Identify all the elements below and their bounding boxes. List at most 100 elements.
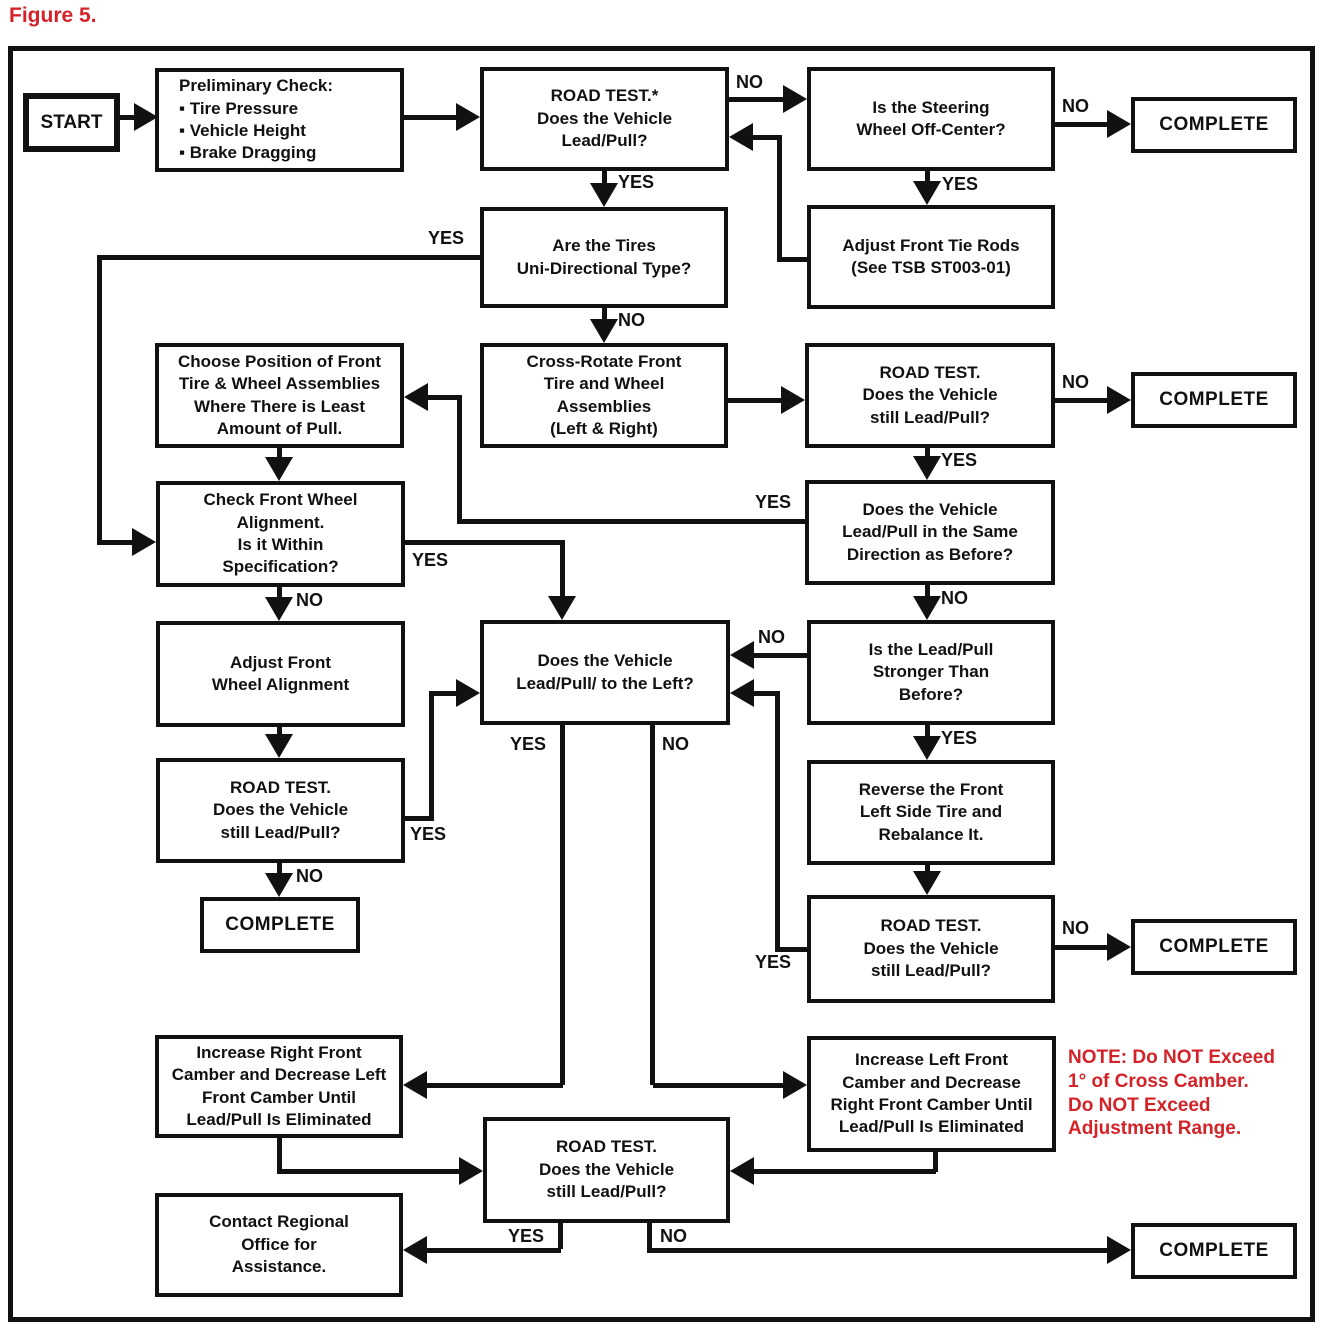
edge-roadtest4-no: [1055, 945, 1109, 950]
edge-increaseright-roadtest5: [277, 1138, 282, 1171]
edge-unidirectional-yes: [97, 255, 480, 260]
arrowhead: [913, 456, 941, 480]
arrowhead: [781, 386, 805, 414]
arrowhead: [132, 528, 156, 556]
node-road-test-5: ROAD TEST. Does the Vehicle still Lead/P…: [483, 1117, 730, 1223]
edge-prelim-roadtest1: [404, 115, 459, 120]
edge-label-yes: YES: [941, 728, 978, 748]
edge-roadtest4-yes: [775, 691, 780, 952]
figure-label: Figure 5.: [9, 4, 97, 27]
edge-label-no: NO: [1062, 96, 1089, 116]
edge-check-no: [277, 587, 282, 601]
edge-roadtest5-no: [647, 1248, 1109, 1253]
edge-roadtest2-yes: [925, 448, 930, 460]
node-increase-left-camber: Increase Left Front Camber and Decrease …: [807, 1036, 1056, 1152]
edge-roadtest3-no: [277, 863, 282, 877]
edge-label-no: NO: [941, 588, 968, 608]
edge-steering-no: [1055, 122, 1111, 127]
arrowhead: [456, 103, 480, 131]
node-road-test-4: ROAD TEST. Does the Vehicle still Lead/P…: [807, 895, 1055, 1003]
edge-check-yes: [405, 540, 565, 545]
node-increase-right-camber: Increase Right Front Camber and Decrease…: [155, 1035, 403, 1138]
edge-roadtest5-yes: [558, 1223, 563, 1249]
node-contact-regional: Contact Regional Office for Assistance.: [155, 1193, 403, 1297]
arrowhead: [265, 597, 293, 621]
node-adjust-alignment: Adjust Front Wheel Alignment: [156, 621, 405, 727]
edge-adjust-roadtest3: [277, 727, 282, 738]
edge-label-yes: YES: [755, 952, 792, 972]
edge-label-yes: YES: [412, 550, 449, 570]
arrowhead: [265, 873, 293, 897]
edge-label-yes: YES: [508, 1226, 545, 1246]
node-complete-5: COMPLETE: [1131, 1223, 1297, 1279]
node-uni-directional: Are the Tires Uni-Directional Type?: [480, 207, 728, 308]
arrowhead: [913, 871, 941, 895]
edge-label-no: NO: [296, 866, 323, 886]
arrowhead: [456, 679, 480, 707]
arrowhead: [730, 679, 754, 707]
arrowhead: [783, 1071, 807, 1099]
node-adjust-tie-rods: Adjust Front Tie Rods (See TSB ST003-01): [807, 205, 1055, 309]
arrowhead: [590, 183, 618, 207]
node-complete-2: COMPLETE: [1131, 372, 1297, 428]
edge-roadtest1-yes: [602, 171, 607, 187]
edge-roadtest3-yes: [429, 691, 434, 821]
node-road-test-2: ROAD TEST. Does the Vehicle still Lead/P…: [805, 343, 1055, 448]
node-complete-4: COMPLETE: [1131, 919, 1297, 975]
arrowhead: [730, 641, 754, 669]
arrowhead: [729, 123, 753, 151]
edge-samedirection-yes: [457, 395, 462, 524]
edge-stronger-no: [752, 653, 807, 658]
arrowhead: [265, 457, 293, 481]
node-reverse-tire: Reverse the Front Left Side Tire and Reb…: [807, 760, 1055, 865]
node-start: START: [23, 93, 120, 152]
edge-tierods-return: [779, 257, 807, 262]
edge-label-no: NO: [1062, 918, 1089, 938]
edge-label-no: NO: [758, 627, 785, 647]
node-road-test-3: ROAD TEST. Does the Vehicle still Lead/P…: [156, 758, 405, 863]
edge-label-yes: YES: [428, 228, 465, 248]
node-check-alignment: Check Front Wheel Alignment. Is it Withi…: [156, 481, 405, 587]
edge-leadpullleft-yes: [425, 1083, 563, 1088]
edge-roadtest4-yes: [752, 691, 779, 696]
edge-label-no: NO: [662, 734, 689, 754]
edge-roadtest5-no: [647, 1223, 652, 1249]
edge-increaseleft-roadtest5: [752, 1169, 936, 1174]
arrowhead: [403, 1236, 427, 1264]
edge-label-yes: YES: [941, 450, 978, 470]
node-lead-pull-left: Does the Vehicle Lead/Pull/ to the Left?: [480, 620, 730, 725]
edge-roadtest3-yes: [432, 691, 458, 696]
arrowhead: [590, 319, 618, 343]
node-complete-1: COMPLETE: [1131, 97, 1297, 153]
edge-roadtest1-no: [729, 97, 787, 102]
node-complete-3: COMPLETE: [200, 897, 360, 953]
edge-label-no: NO: [296, 590, 323, 610]
arrowhead: [913, 596, 941, 620]
edge-tierods-return: [777, 135, 782, 262]
arrowhead: [1107, 1236, 1131, 1264]
edge-choose-check: [277, 448, 282, 461]
node-same-direction: Does the Vehicle Lead/Pull in the Same D…: [805, 480, 1055, 585]
edge-label-yes: YES: [410, 824, 447, 844]
edge-crossrotate-roadtest2: [728, 398, 783, 403]
edge-increaseleft-roadtest5: [933, 1152, 938, 1172]
edge-roadtest5-yes: [425, 1248, 561, 1253]
arrowhead: [265, 734, 293, 758]
edge-label-no: NO: [736, 72, 763, 92]
edge-reverse-roadtest4: [925, 865, 930, 875]
edge-roadtest2-no: [1055, 398, 1109, 403]
arrowhead: [548, 596, 576, 620]
edge-unidirectional-yes: [97, 255, 102, 544]
edge-leadpullleft-yes: [560, 725, 565, 1085]
arrowhead: [404, 383, 428, 411]
edge-roadtest3-yes: [405, 816, 432, 821]
arrowhead: [403, 1071, 427, 1099]
arrowhead: [1107, 933, 1131, 961]
edge-label-no: NO: [660, 1226, 687, 1246]
edge-steering-yes: [925, 171, 930, 185]
edge-unidirectional-yes: [97, 540, 134, 545]
edge-samedirection-yes: [426, 395, 459, 400]
edge-leadpullleft-no: [653, 1083, 785, 1088]
edge-label-no: NO: [618, 310, 645, 330]
